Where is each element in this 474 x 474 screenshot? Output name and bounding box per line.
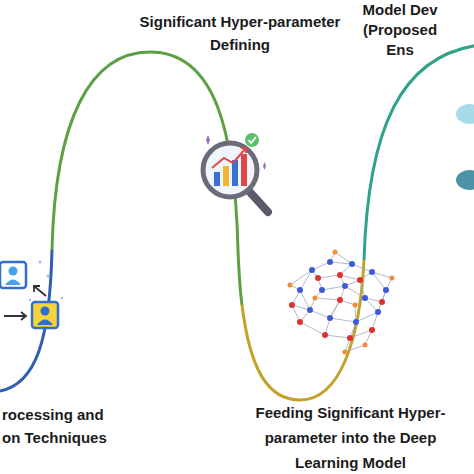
person-box [32,302,58,328]
wave-line [364,45,474,260]
network-nodes [288,250,395,355]
network-nodes [297,259,389,325]
person-body [37,320,53,326]
step-label: Significant Hyper-parameter Defining [135,10,345,56]
arrow-symbol [34,286,46,296]
ensemble-oval [456,104,474,124]
check-badge [245,133,259,147]
chart-bar [214,172,220,186]
network-nodes [289,272,385,341]
wave-line [242,260,364,400]
person-head [9,267,18,276]
step-label: rocessing and on Techniques [2,403,120,449]
person-head [41,307,50,316]
step-label: Model Dev (Proposed Ens [354,0,446,60]
arrow-symbol [4,312,26,320]
wave-line [0,250,52,392]
person-body [5,280,21,286]
magnifier-handle [248,190,268,212]
sparkle [206,135,266,170]
network-links [290,252,392,352]
check-mark [249,137,257,143]
step-label: Feeding Significant Hyper- parameter int… [243,400,458,474]
person-box [0,262,26,288]
trend-line [212,148,246,168]
chart-bar [241,154,247,186]
sparkle-dots [29,261,63,302]
magnifier-lens [203,143,257,197]
ensemble-oval [456,170,474,190]
chart-bar [223,166,229,186]
